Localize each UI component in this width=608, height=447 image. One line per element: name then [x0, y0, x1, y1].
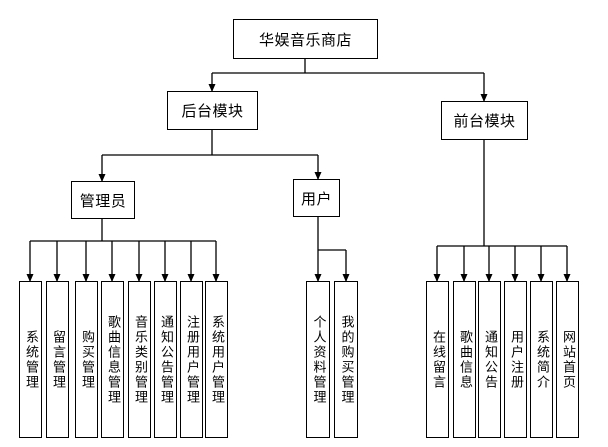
leaf-label: 通知公告 [482, 329, 497, 390]
leaf-song-info: 歌曲信息 [453, 281, 476, 438]
leaf-registered-user-management: 注册用户管理 [180, 281, 203, 438]
frontend-module-node: 前台模块 [441, 101, 528, 140]
leaf-label: 系统管理 [23, 329, 38, 390]
leaf-system-user-management: 系统用户管理 [205, 281, 228, 438]
leaf-notice: 通知公告 [478, 281, 501, 438]
leaf-label: 系统简介 [534, 329, 549, 390]
leaf-label: 系统用户管理 [209, 314, 224, 405]
backend-module-node: 后台模块 [167, 91, 258, 130]
leaf-music-category-management: 音乐类别管理 [128, 281, 151, 438]
leaf-label: 音乐类别管理 [132, 314, 147, 405]
leaf-label: 在线留言 [430, 329, 445, 390]
leaf-online-message: 在线留言 [426, 281, 449, 438]
leaf-song-info-management: 歌曲信息管理 [101, 281, 124, 438]
user-node-label: 用户 [300, 189, 332, 208]
leaf-notice-management: 通知公告管理 [154, 281, 177, 438]
leaf-user-registration: 用户注册 [504, 281, 527, 438]
leaf-label: 歌曲信息管理 [105, 314, 120, 405]
leaf-my-purchase-management: 我的购买管理 [334, 281, 358, 438]
leaf-system-intro: 系统简介 [530, 281, 553, 438]
backend-module-label: 后台模块 [181, 102, 244, 120]
leaf-label: 留言管理 [50, 329, 65, 390]
leaf-message-management: 留言管理 [46, 281, 69, 438]
leaf-label: 歌曲信息 [457, 329, 472, 390]
root-node-label: 华娱音乐商店 [258, 30, 352, 49]
admin-node-label: 管理员 [79, 191, 127, 210]
admin-node: 管理员 [71, 181, 135, 219]
leaf-profile-management: 个人资料管理 [306, 281, 330, 438]
leaf-system-management: 系统管理 [19, 281, 42, 438]
root-node-store-title: 华娱音乐商店 [233, 19, 378, 59]
leaf-site-home: 网站首页 [556, 281, 579, 438]
leaf-label: 个人资料管理 [310, 314, 326, 405]
leaf-label: 通知公告管理 [158, 314, 173, 405]
frontend-module-label: 前台模块 [453, 112, 516, 130]
user-node: 用户 [293, 179, 340, 217]
leaf-label: 购买管理 [79, 329, 94, 390]
leaf-label: 注册用户管理 [184, 314, 199, 405]
leaf-purchase-management: 购买管理 [75, 281, 98, 438]
leaf-label: 网站首页 [560, 329, 575, 390]
leaf-label: 我的购买管理 [338, 314, 354, 405]
leaf-label: 用户注册 [508, 329, 523, 390]
